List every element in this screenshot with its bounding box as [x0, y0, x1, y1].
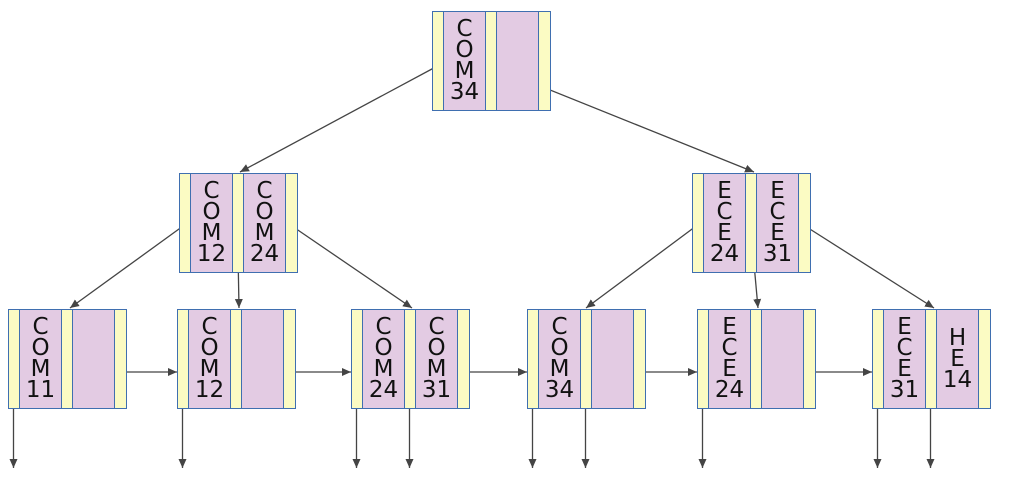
pointer-cell: [62, 310, 73, 408]
key-cell: [242, 310, 284, 408]
key-cell: [592, 310, 634, 408]
pointer-cell: [458, 310, 469, 408]
pointer-cell: [233, 174, 244, 272]
pointer-cell: [698, 310, 709, 408]
pointer-cell: [539, 12, 550, 110]
pointer-cell: [231, 310, 242, 408]
key-cell: [73, 310, 115, 408]
pointer-cell: [926, 310, 937, 408]
pointer-cell: [178, 310, 189, 408]
pointer-cell: [804, 310, 815, 408]
pointer-cell: [180, 174, 191, 272]
pointer-cell: [405, 310, 416, 408]
pointer-cell: [581, 310, 592, 408]
key-cell: [497, 12, 539, 110]
pointer-cell: [799, 174, 810, 272]
pointer-cell: [634, 310, 645, 408]
pointer-cell: [115, 310, 126, 408]
pointer-cell: [751, 310, 762, 408]
pointer-cell: [746, 174, 757, 272]
pointer-cell: [284, 310, 295, 408]
edge-to-leaf-6: [800, 221, 935, 309]
key-cell: [762, 310, 804, 408]
edge-to-leaf-3: [287, 221, 413, 309]
edge-to-leaf-4: [585, 221, 701, 309]
edge-to-leaf-1: [69, 221, 188, 309]
pointer-cell: [693, 174, 704, 272]
pointer-cell: [9, 310, 20, 408]
pointer-cell: [873, 310, 884, 408]
pointer-cell: [528, 310, 539, 408]
pointer-cell: [352, 310, 363, 408]
pointer-cell: [433, 12, 444, 110]
edge-root-to-left: [239, 62, 442, 173]
pointer-cell: [286, 174, 297, 272]
pointer-cell: [486, 12, 497, 110]
pointer-cell: [979, 310, 990, 408]
